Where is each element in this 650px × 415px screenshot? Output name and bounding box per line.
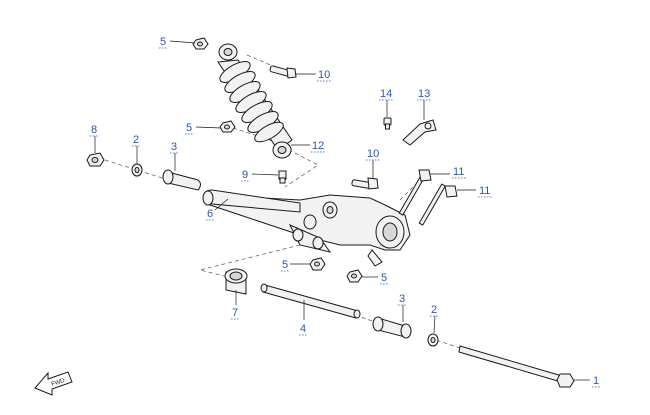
nut-top[interactable] <box>192 37 209 50</box>
callout-label: 11 <box>479 185 490 197</box>
callout-5-top[interactable]: 5 <box>159 36 196 49</box>
swingarm-bracket <box>367 249 383 267</box>
nut-mid[interactable] <box>219 120 236 133</box>
needle-bearing[interactable] <box>224 268 248 295</box>
callout-label: 8 <box>91 124 97 136</box>
callout-label: 2 <box>431 304 437 316</box>
callout-14[interactable]: 14 <box>379 88 393 117</box>
callout-label: 3 <box>171 141 177 153</box>
callout-label: 1 <box>593 375 599 387</box>
callout-10-top[interactable]: 10 <box>296 69 331 82</box>
callout-12[interactable]: 12 <box>291 140 325 153</box>
callout-5-mid[interactable]: 5 <box>185 122 222 135</box>
callout-label: 11 <box>453 166 464 178</box>
shock-top-hole <box>223 48 233 56</box>
bushing-left[interactable] <box>162 169 201 191</box>
callout-label: 13 <box>418 88 430 100</box>
bracket-plate[interactable] <box>402 119 437 146</box>
callout-9[interactable]: 9 <box>241 169 279 182</box>
shock-absorber[interactable] <box>217 43 293 159</box>
pivot-tube[interactable] <box>260 283 361 319</box>
washer-left[interactable] <box>131 163 143 177</box>
callout-7[interactable]: 7 <box>231 290 240 320</box>
swingarm-tube-end <box>202 190 214 206</box>
callout-label: 10 <box>367 148 379 160</box>
callout-11-lower[interactable]: 11 <box>457 185 492 198</box>
callout-label: 5 <box>160 36 166 48</box>
fwd-arrow-icon: FWD <box>34 371 73 396</box>
grease-fitting[interactable] <box>278 170 287 184</box>
callout-label: 5 <box>186 122 192 134</box>
callout-label: 4 <box>300 323 306 335</box>
callout-label: 10 <box>318 69 330 81</box>
callout-label: 5 <box>381 272 387 284</box>
callout-5-lower-left[interactable]: 5 <box>281 259 310 272</box>
callout-4[interactable]: 4 <box>299 300 308 336</box>
nut-left[interactable] <box>86 152 105 167</box>
shock-bottom-dashline <box>269 139 319 188</box>
callout-3-left[interactable]: 3 <box>170 141 179 171</box>
callout-label: 9 <box>242 169 248 181</box>
callout-2-left[interactable]: 2 <box>132 134 141 164</box>
callout-8[interactable]: 8 <box>90 124 99 153</box>
callout-label: 6 <box>207 208 213 220</box>
swingarm-pivot-boss <box>303 214 317 230</box>
swingarm-axle-hole <box>382 222 398 242</box>
bolt-mid[interactable] <box>351 177 379 190</box>
axle-bolt[interactable] <box>458 345 575 388</box>
callout-label: 2 <box>133 134 139 146</box>
callout-13[interactable]: 13 <box>417 88 431 120</box>
callout-label: 7 <box>232 307 238 319</box>
small-bolt[interactable] <box>383 117 392 130</box>
callout-11-upper[interactable]: 11 <box>430 166 466 179</box>
shock-bottom-hole <box>277 146 287 154</box>
callout-3-right[interactable]: 3 <box>398 293 407 322</box>
swingarm[interactable] <box>202 189 411 267</box>
fwd-label: FWD <box>51 378 66 388</box>
callout-label: 12 <box>312 140 324 152</box>
callout-label: 5 <box>282 259 288 271</box>
callout-label: 14 <box>380 88 392 100</box>
callout-6[interactable]: 6 <box>206 198 229 221</box>
washer-right[interactable] <box>427 333 439 347</box>
shock-spring <box>219 61 284 143</box>
nut-lower-left[interactable] <box>309 257 326 271</box>
long-bolt-b[interactable] <box>418 183 458 226</box>
callout-10-mid[interactable]: 10 <box>366 148 380 178</box>
bushing-right[interactable] <box>372 316 412 339</box>
callout-5-lower-right[interactable]: 5 <box>362 272 389 285</box>
callout-label: 3 <box>399 293 405 305</box>
washer-axle-dashline <box>429 337 461 349</box>
bolt-top[interactable] <box>269 65 297 79</box>
callout-1[interactable]: 1 <box>574 375 601 388</box>
long-bolt-a[interactable] <box>398 169 432 216</box>
callout-2-right[interactable]: 2 <box>430 304 439 334</box>
nut-lower-right[interactable] <box>346 269 363 283</box>
